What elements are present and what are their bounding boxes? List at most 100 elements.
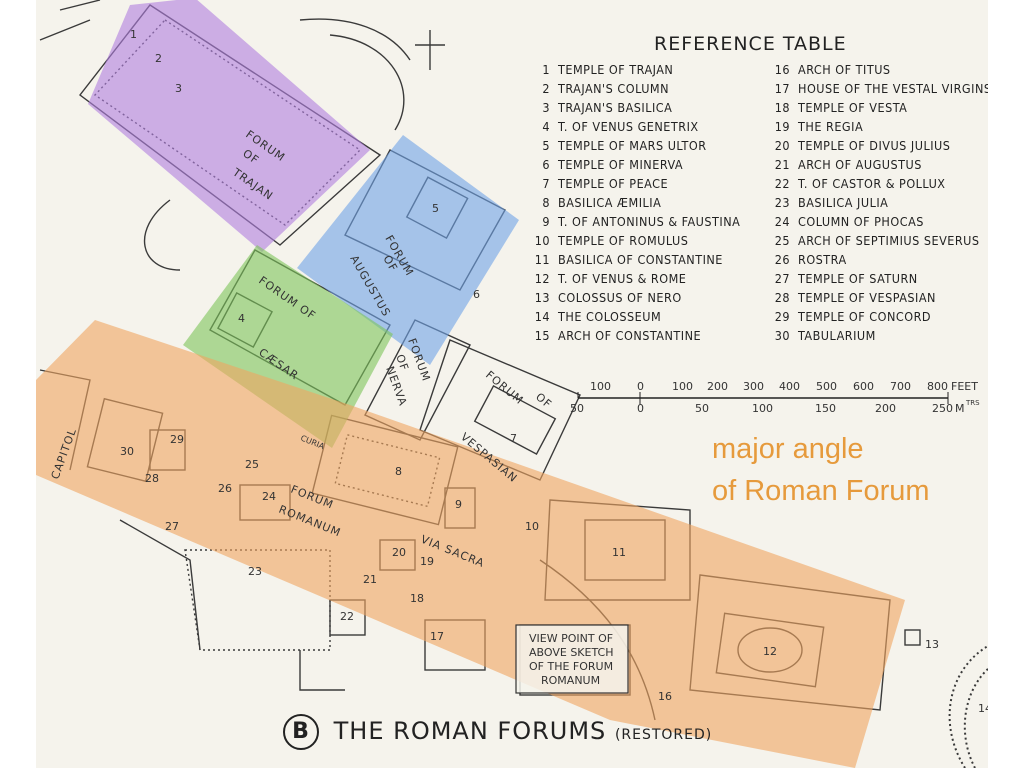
building-number-16: 16 xyxy=(658,690,672,703)
caption-badge: B xyxy=(283,714,319,750)
building-number-13: 13 xyxy=(925,638,939,651)
building-number-4: 4 xyxy=(238,312,245,325)
label-forum-vespasian-1: FORUM xyxy=(483,368,526,407)
meter-tick-5: 200 xyxy=(875,402,896,415)
feet-tick-8: 700 xyxy=(890,380,911,393)
label-forum-nerva-3: NERVA xyxy=(383,365,409,409)
building-number-5: 5 xyxy=(432,202,439,215)
meter-tick-1: 0 xyxy=(637,402,644,415)
meter-tick-0: 50 xyxy=(570,402,584,415)
building-number-17: 17 xyxy=(430,630,444,643)
building-number-9: 9 xyxy=(455,498,462,511)
building-number-12: 12 xyxy=(763,645,777,658)
building-number-11: 11 xyxy=(612,546,626,559)
meter-unit: M xyxy=(955,402,965,415)
feet-tick-5: 400 xyxy=(779,380,800,393)
view-point-line-2: ABOVE SKETCH xyxy=(529,646,614,659)
reference-table-title: REFERENCE TABLE xyxy=(654,33,847,55)
building-number-14: 14 xyxy=(978,702,988,715)
feet-tick-6: 500 xyxy=(816,380,837,393)
meter-tick-4: 150 xyxy=(815,402,836,415)
building-number-7: 7 xyxy=(510,432,517,445)
building-number-29: 29 xyxy=(170,433,184,446)
building-number-6: 6 xyxy=(473,288,480,301)
feet-tick-3: 200 xyxy=(707,380,728,393)
feet-tick-7: 600 xyxy=(853,380,874,393)
forum-map: FORUM OF TRAJAN FORUM OF AUGUSTUS FORUM … xyxy=(36,0,988,768)
building-number-19: 19 xyxy=(420,555,434,568)
building-number-2: 2 xyxy=(155,52,162,65)
highlight-overlays xyxy=(36,0,905,768)
building-number-1: 1 xyxy=(130,28,137,41)
feet-unit: FEET xyxy=(951,380,978,393)
feet-tick-0: 100 xyxy=(590,380,611,393)
building-numbers: 1 2 3 4 5 6 7 8 9 10 11 12 13 14 16 17 1… xyxy=(120,28,988,715)
feet-tick-2: 100 xyxy=(672,380,693,393)
highlight-forum-caesar xyxy=(183,245,393,448)
building-number-26: 26 xyxy=(218,482,232,495)
building-number-27: 27 xyxy=(165,520,179,533)
caption-title: THE ROMAN FORUMS xyxy=(333,717,607,745)
highlight-forum-trajan xyxy=(88,0,370,252)
building-number-8: 8 xyxy=(395,465,402,478)
building-number-18: 18 xyxy=(410,592,424,605)
feet-tick-9: 800 xyxy=(927,380,948,393)
building-number-3: 3 xyxy=(175,82,182,95)
building-number-20: 20 xyxy=(392,546,406,559)
meter-tick-6: 250 xyxy=(932,402,953,415)
meter-unit-sup: TRS xyxy=(965,399,980,407)
view-point-line-1: VIEW POINT OF xyxy=(529,632,613,645)
feet-tick-1: 0 xyxy=(637,380,644,393)
building-number-24: 24 xyxy=(262,490,276,503)
meter-tick-3: 100 xyxy=(752,402,773,415)
building-number-21: 21 xyxy=(363,573,377,586)
caption-note: (RESTORED) xyxy=(614,727,713,743)
map-caption: B THE ROMAN FORUMS (RESTORED) xyxy=(283,714,712,750)
label-forum-nerva-2: OF xyxy=(393,353,411,373)
major-angle-annotation: major angle of Roman Forum xyxy=(712,428,930,512)
meter-tick-2: 50 xyxy=(695,402,709,415)
building-number-23: 23 xyxy=(248,565,262,578)
highlight-forum-romanum xyxy=(36,320,905,768)
building-number-10: 10 xyxy=(525,520,539,533)
building-number-25: 25 xyxy=(245,458,259,471)
feet-tick-4: 300 xyxy=(743,380,764,393)
annotation-line-2: of Roman Forum xyxy=(712,475,930,507)
view-point-box: VIEW POINT OF ABOVE SKETCH OF THE FORUM … xyxy=(515,624,629,694)
building-number-22: 22 xyxy=(340,610,354,623)
building-number-28: 28 xyxy=(145,472,159,485)
view-point-line-4: ROMANUM xyxy=(541,674,600,687)
view-point-line-3: OF THE FORUM xyxy=(529,660,613,673)
